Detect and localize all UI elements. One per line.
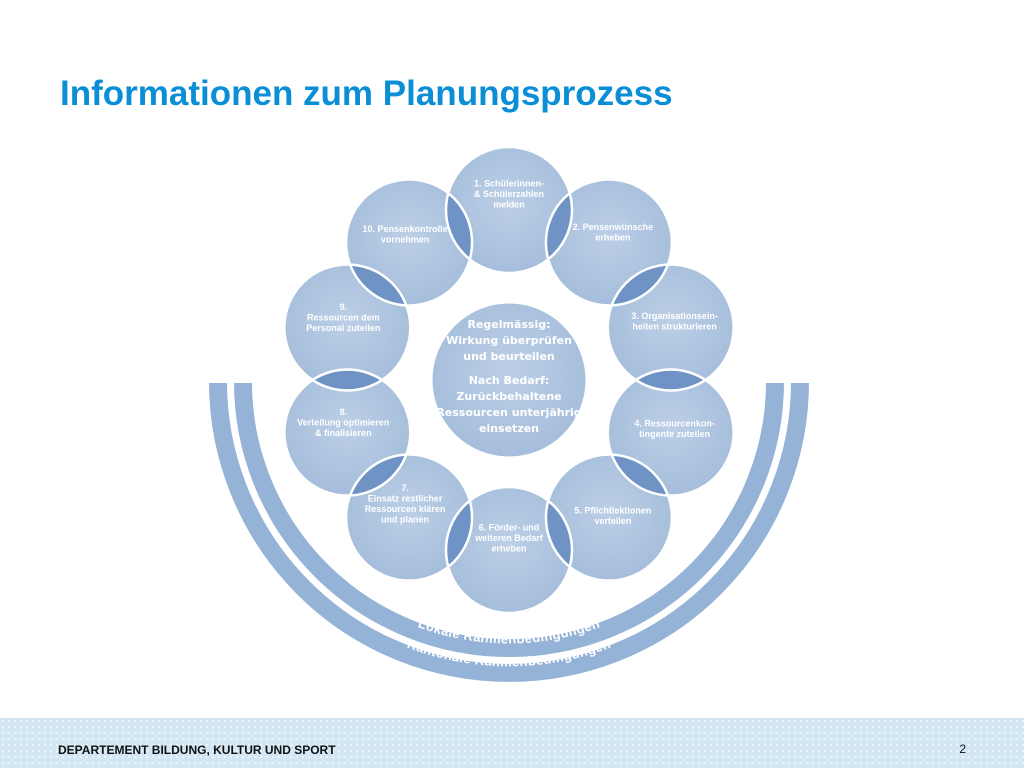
center-label-line: Zurückbehaltene (456, 390, 561, 403)
step-outline-4 (606, 368, 735, 497)
footer-department: DEPARTEMENT BILDUNG, KULTUR UND SPORT (58, 743, 336, 757)
step-label-line: erheben (491, 544, 526, 554)
outer-band-kantonale (206, 381, 812, 684)
step-label-line: Personal zuteilen (306, 323, 380, 333)
step-circle-6 (446, 487, 572, 613)
page-number: 2 (959, 742, 966, 756)
step-label-line: 10. Pensenkontrolle (363, 224, 448, 234)
step-label-line: 2. Pensenwünsche (573, 222, 654, 232)
footer-band: DEPARTEMENT BILDUNG, KULTUR UND SPORT 2 (0, 718, 1024, 768)
step-label-line: & Schülerzahlen (474, 189, 544, 199)
step-overlap-7 (346, 454, 411, 496)
step-outline-6 (444, 485, 574, 615)
step-label-line: 1. Schülerinnen- (474, 179, 544, 189)
step-circle-1 (446, 147, 572, 273)
center-label-line: Nach Bedarf: (469, 374, 550, 387)
step-label-line: 7. (401, 483, 409, 493)
step-overlap-2 (607, 264, 672, 306)
slide-title: Informationen zum Planungsprozess (60, 74, 673, 113)
step-label-line: 4. Ressourcenkon- (634, 418, 715, 428)
center-label: Regelmässig: Wirkung überprüfen und beurte… (436, 318, 581, 435)
center-label-line: einsetzen (479, 422, 539, 435)
center-label-line: und beurteilen (463, 350, 555, 363)
step-label-line: 5. Pflichtlektionen (574, 505, 651, 515)
step-label-line: Ressourcen klären (365, 504, 446, 514)
step-label-line: & finalisieren (315, 428, 372, 438)
step-outline-2 (544, 178, 674, 307)
step-outline-7 (344, 453, 474, 582)
step-outline-3 (606, 263, 735, 392)
framework-bands (206, 381, 812, 684)
center-label-line: Regelmässig: (467, 318, 550, 331)
step-outline-5 (544, 453, 674, 582)
step-label-line: heiten strukturieren (632, 322, 717, 332)
step-label-line: verteilen (594, 516, 631, 526)
step-label-8: 8.Verteilung optimieren& finalisieren (297, 407, 389, 438)
step-label-line: weiteren Bedarf (474, 533, 544, 543)
center-label-line: Ressourcen unterjährig (436, 406, 581, 419)
step-label-4: 4. Ressourcenkon-tingente zuteilen (634, 418, 715, 439)
step-label-line: Ressourcen dem (307, 312, 380, 322)
step-label-line: Verteilung optimieren (297, 418, 389, 428)
step-label-line: und planen (381, 514, 429, 524)
step-outlines (283, 145, 735, 615)
inner-band-lokale (231, 381, 787, 659)
step-label-line: tingente zuteilen (639, 429, 710, 439)
center-label-line: Wirkung überprüfen (446, 334, 572, 347)
step-overlap-4 (607, 454, 672, 496)
step-label-line: 8. (340, 407, 348, 417)
center-circle (429, 300, 589, 460)
step-label-line: erheben (595, 233, 630, 243)
step-outline-9 (283, 263, 412, 392)
step-label-3: 3. Organisationsein-heiten strukturieren (631, 311, 718, 332)
step-outline-10 (344, 178, 474, 307)
step-label-line: Einsatz restlicher (368, 493, 443, 503)
step-outline-8 (283, 368, 412, 497)
step-label-line: 3. Organisationsein- (631, 311, 718, 321)
step-label-line: vornehmen (381, 235, 430, 245)
step-overlap-9 (346, 264, 411, 306)
step-outline-1 (444, 145, 574, 275)
step-label-line: melden (493, 200, 525, 210)
step-overlaps (284, 179, 734, 581)
step-label-line: 9. (340, 302, 348, 312)
step-label-line: 6. Förder- und (479, 523, 540, 533)
